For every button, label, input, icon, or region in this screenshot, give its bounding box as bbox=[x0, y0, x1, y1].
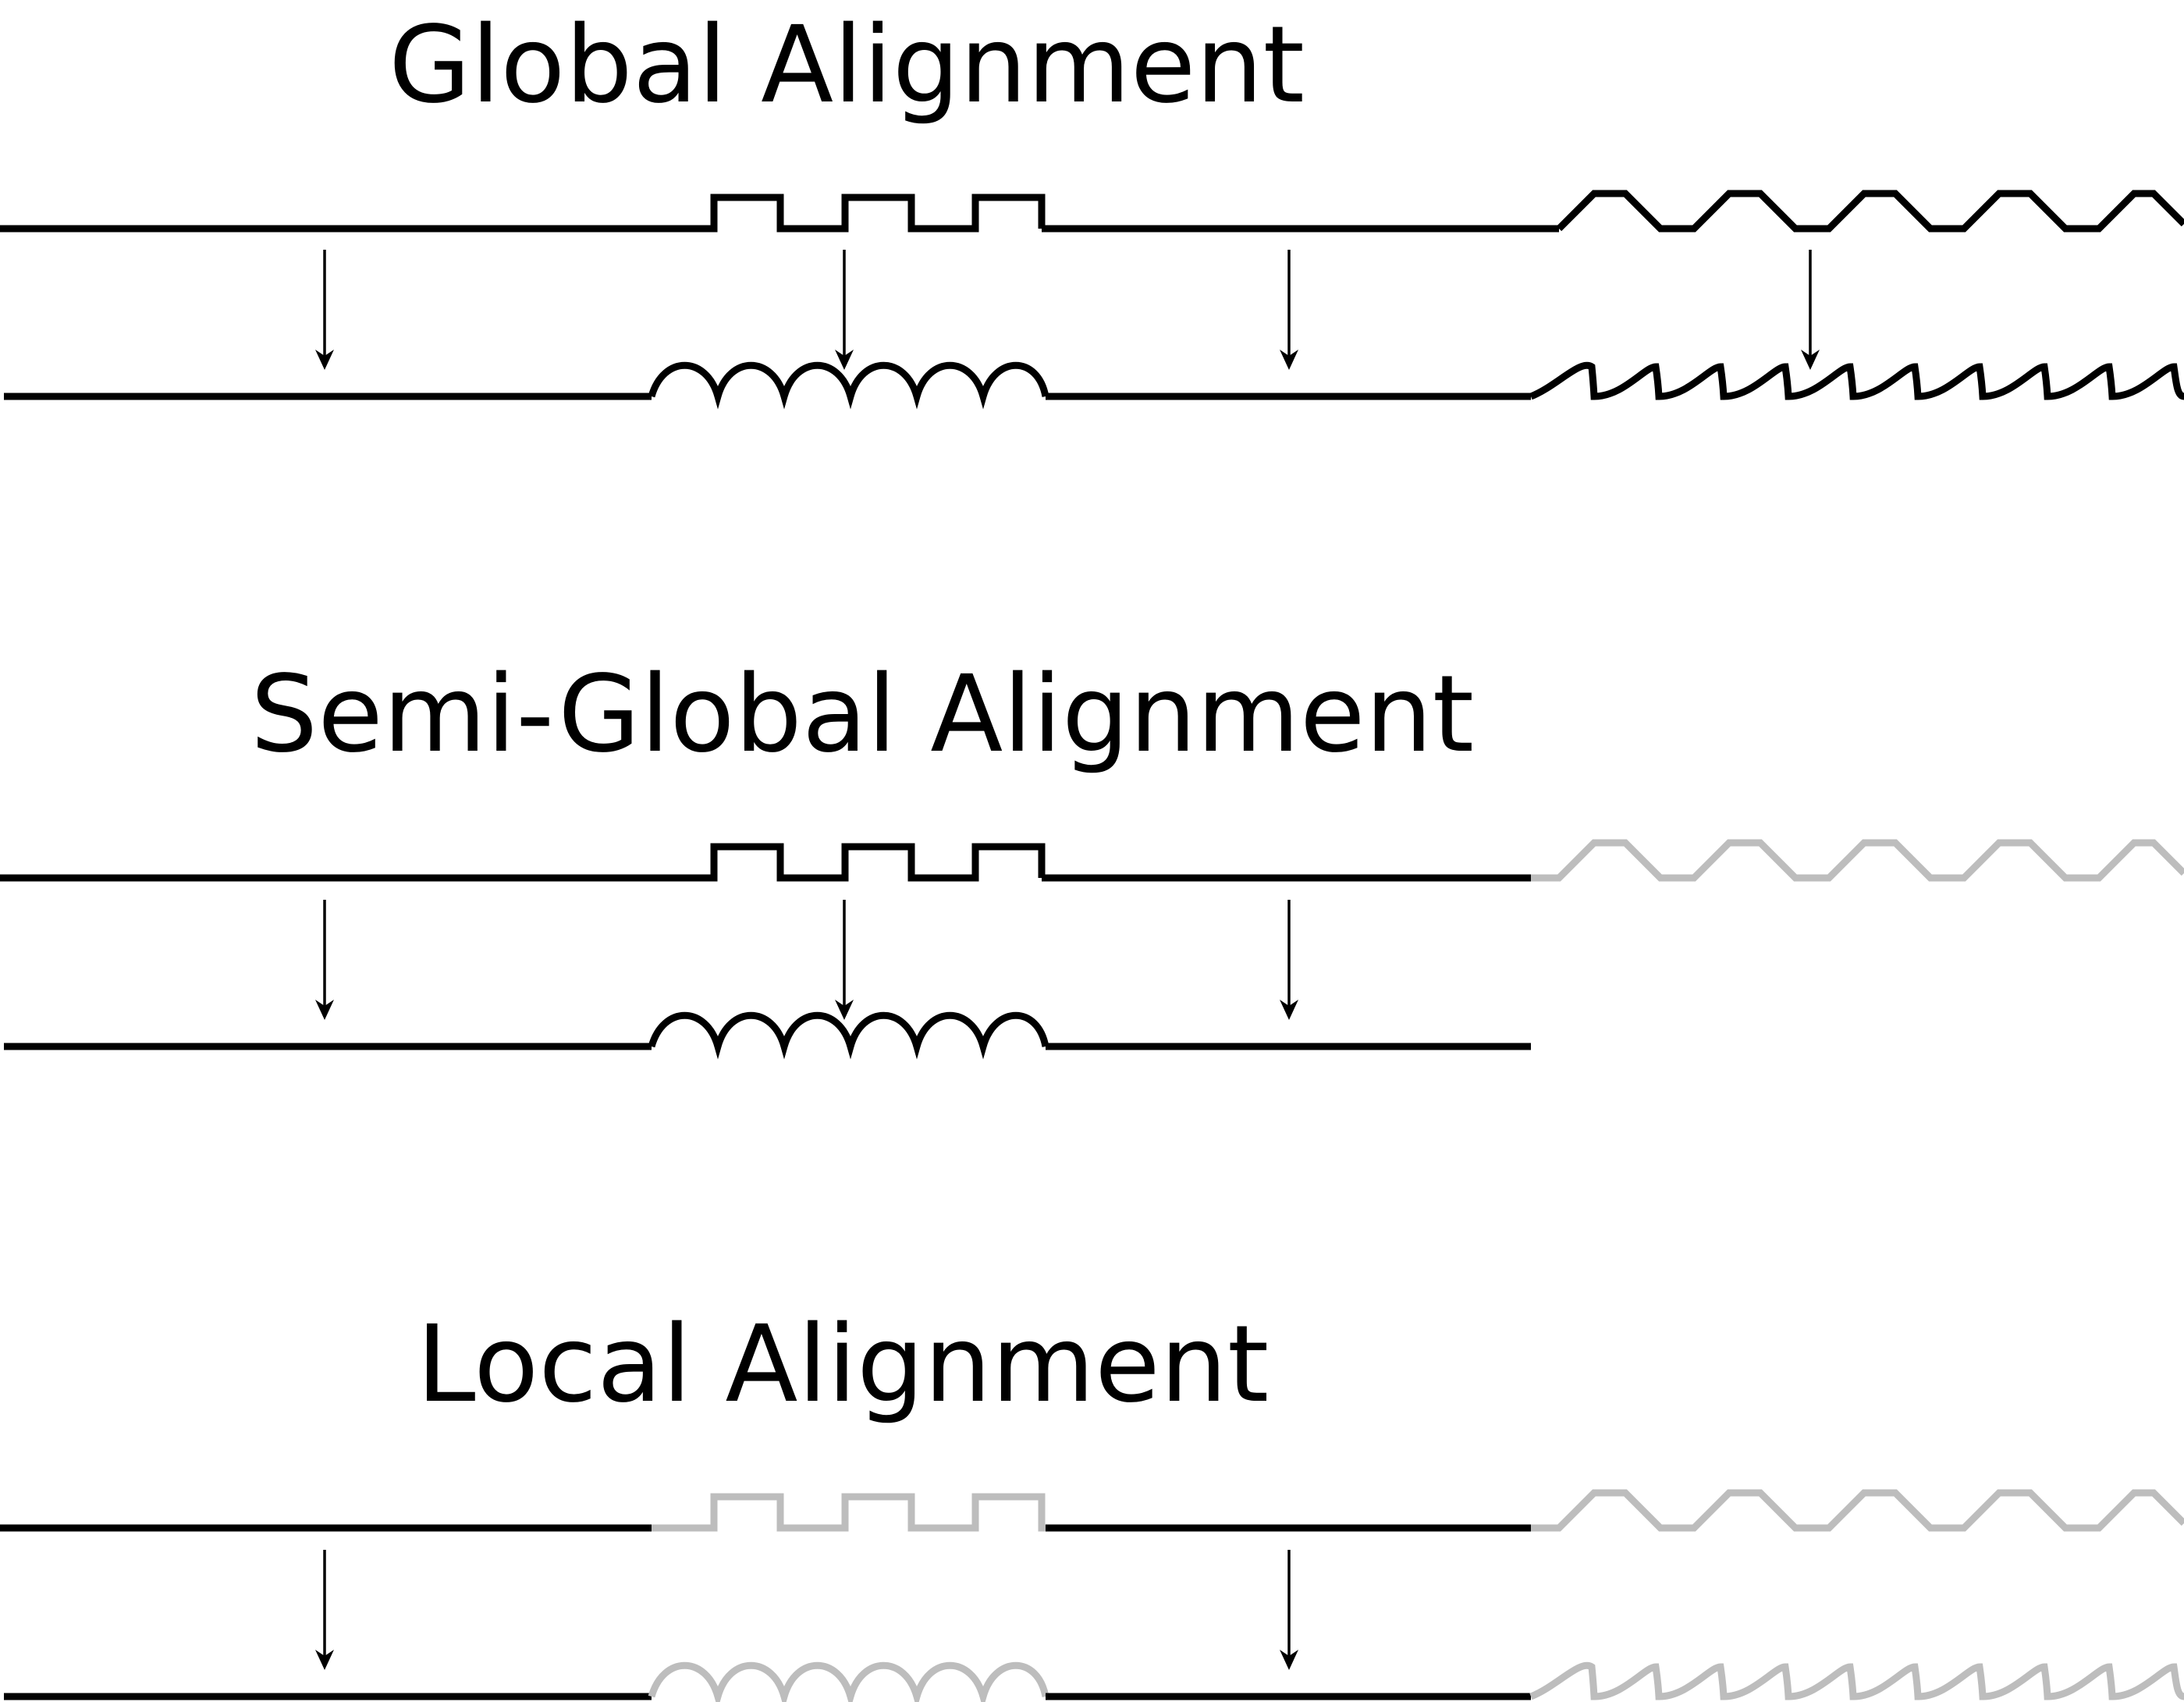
sequence-bottom-semi-global bbox=[4, 1011, 1531, 1060]
sequence-top-global bbox=[0, 190, 2184, 233]
arrow-down bbox=[835, 900, 854, 1020]
seq-bottom-hump-motif bbox=[648, 1011, 1049, 1060]
arrow-down bbox=[315, 900, 334, 1020]
panel-title-semi-global: Semi-Global Alignment bbox=[250, 653, 1474, 776]
seq-top-trapezoid-motif-unaligned bbox=[1531, 839, 2184, 882]
sequence-bottom-local bbox=[4, 1661, 2184, 1702]
alignment-arrows-semi-global bbox=[315, 900, 1298, 1020]
arrow-down bbox=[835, 250, 854, 370]
sequence-bottom-global bbox=[4, 361, 2184, 410]
arrow-down bbox=[1280, 250, 1298, 370]
panel-local: Local Alignment bbox=[0, 1303, 2184, 1702]
seq-bottom-hump-motif-unaligned bbox=[648, 1661, 1049, 1702]
seq-top-square-motif bbox=[697, 194, 1046, 233]
seq-top-trapezoid-motif bbox=[1556, 190, 2184, 233]
panel-global: Global Alignment bbox=[0, 4, 2184, 410]
alignment-arrows-local bbox=[315, 1550, 1298, 1670]
seq-bottom-wave-motif bbox=[1529, 361, 2184, 400]
seq-top-trapezoid-motif-unaligned bbox=[1531, 1489, 2184, 1532]
arrow-down bbox=[315, 1550, 334, 1670]
panel-title-global: Global Alignment bbox=[389, 4, 1305, 127]
sequence-top-semi-global bbox=[0, 839, 2184, 882]
seq-top-square-motif bbox=[697, 843, 1046, 882]
seq-bottom-wave-motif-unaligned bbox=[1529, 1661, 2184, 1700]
alignment-arrows-global bbox=[315, 250, 1820, 370]
panel-semi-global: Semi-Global Alignment bbox=[0, 653, 2184, 1060]
arrow-down bbox=[1280, 900, 1298, 1020]
arrow-down bbox=[315, 250, 334, 370]
arrow-down bbox=[1801, 250, 1820, 370]
arrow-down bbox=[1280, 1550, 1298, 1670]
seq-bottom-hump-motif bbox=[648, 361, 1049, 410]
seq-top-square-motif-unaligned bbox=[652, 1493, 1046, 1532]
panel-title-local: Local Alignment bbox=[417, 1303, 1270, 1427]
sequence-top-local bbox=[0, 1489, 2184, 1532]
